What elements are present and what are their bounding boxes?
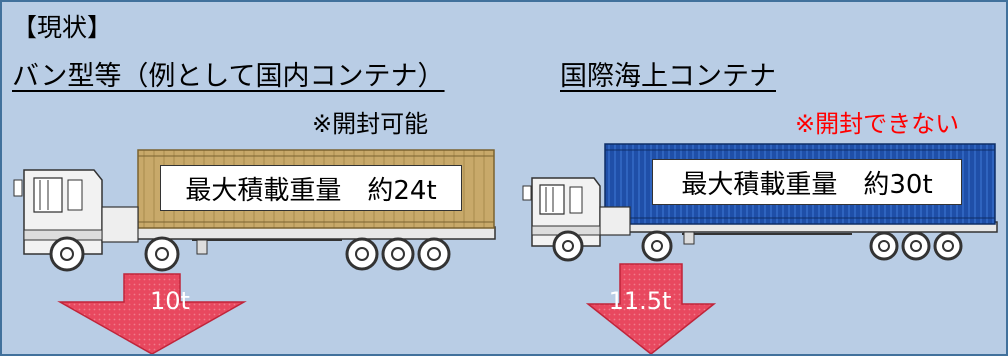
right-load-arrow <box>585 263 717 354</box>
right-axle-load: 11.5t <box>608 287 672 315</box>
left-section-title: バン型等（例として国内コンテナ） <box>12 61 445 92</box>
left-trailer-wheels <box>345 237 451 271</box>
right-cab-wheels <box>552 230 673 262</box>
left-axle-load: 10t <box>150 287 190 315</box>
left-trailer-chassis <box>136 226 496 240</box>
right-trailer-wheels <box>869 231 963 261</box>
heading: 【現状】 <box>12 13 113 42</box>
left-load-arrow <box>57 273 247 354</box>
right-section-title: 国際海上コンテナ <box>560 61 776 92</box>
left-cab-wheels <box>49 236 180 272</box>
left-max-load-label: 最大積載重量 約24t <box>160 165 462 211</box>
right-note: ※開封できない <box>795 110 960 138</box>
left-note: ※開封可能 <box>312 110 429 138</box>
right-max-load-label: 最大積載重量 約30t <box>652 159 962 205</box>
